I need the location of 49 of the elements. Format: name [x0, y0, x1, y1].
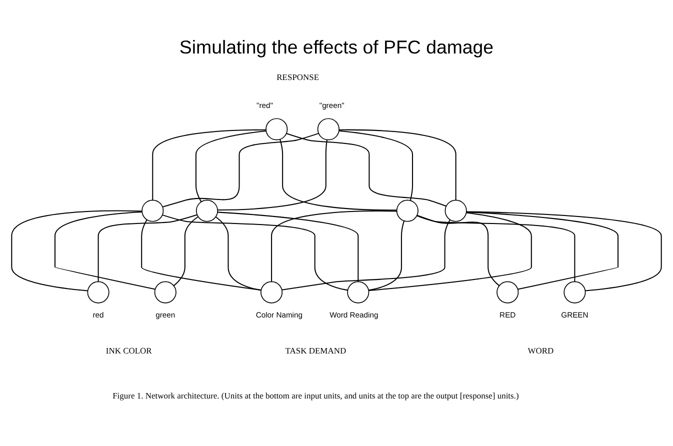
- connector: [466, 210, 662, 291]
- label: TASK DEMAND: [285, 344, 346, 355]
- connector: [11, 210, 142, 291]
- connector: [173, 216, 198, 286]
- node-label: Word Reading: [330, 310, 378, 320]
- node-label: RED: [500, 310, 516, 320]
- connector: [218, 139, 328, 210]
- connector: [54, 211, 156, 290]
- connector: [286, 132, 446, 206]
- connector: [368, 220, 405, 290]
- connector: [280, 138, 397, 210]
- node-circle: [444, 199, 467, 222]
- connector: [162, 132, 319, 207]
- connector: [195, 130, 266, 202]
- node-circle: [564, 280, 586, 303]
- label: WORD: [528, 344, 554, 355]
- connector: [368, 212, 532, 291]
- connector: [466, 211, 619, 290]
- node-circle: [396, 199, 418, 222]
- caption: Figure 1. Network architecture. (Units at the bottom are input units, and units at the top are the output [response] units.): [112, 390, 519, 400]
- connector: [416, 214, 500, 286]
- node-circle: [260, 280, 283, 303]
- node-circle: [496, 280, 519, 303]
- node-label: Color Naming: [256, 310, 302, 320]
- diagram-title: Simulating the effects of PFC damage: [179, 36, 494, 58]
- connector: [216, 216, 262, 290]
- node-label: GREEN: [561, 310, 588, 320]
- connector: [416, 214, 576, 282]
- connector: [152, 128, 266, 200]
- node-circle: [87, 280, 110, 303]
- connector: [282, 218, 450, 290]
- connector: [218, 211, 359, 282]
- node-label: "red": [256, 100, 273, 110]
- node-circle: [196, 199, 218, 222]
- node-label: "green": [319, 100, 344, 110]
- node-label: green: [156, 310, 176, 320]
- node-circle: [347, 280, 370, 303]
- node-circle: [154, 280, 176, 303]
- label: INK COLOR: [106, 344, 152, 355]
- node-label: red: [92, 310, 104, 320]
- label: RESPONSE: [276, 71, 320, 82]
- connector: [339, 130, 414, 200]
- node-circle: [142, 199, 164, 222]
- connector: [162, 214, 348, 290]
- node-circle: [266, 118, 288, 140]
- node-circle: [317, 118, 340, 140]
- connector: [98, 214, 198, 282]
- connector: [271, 210, 397, 282]
- connector: [339, 128, 456, 200]
